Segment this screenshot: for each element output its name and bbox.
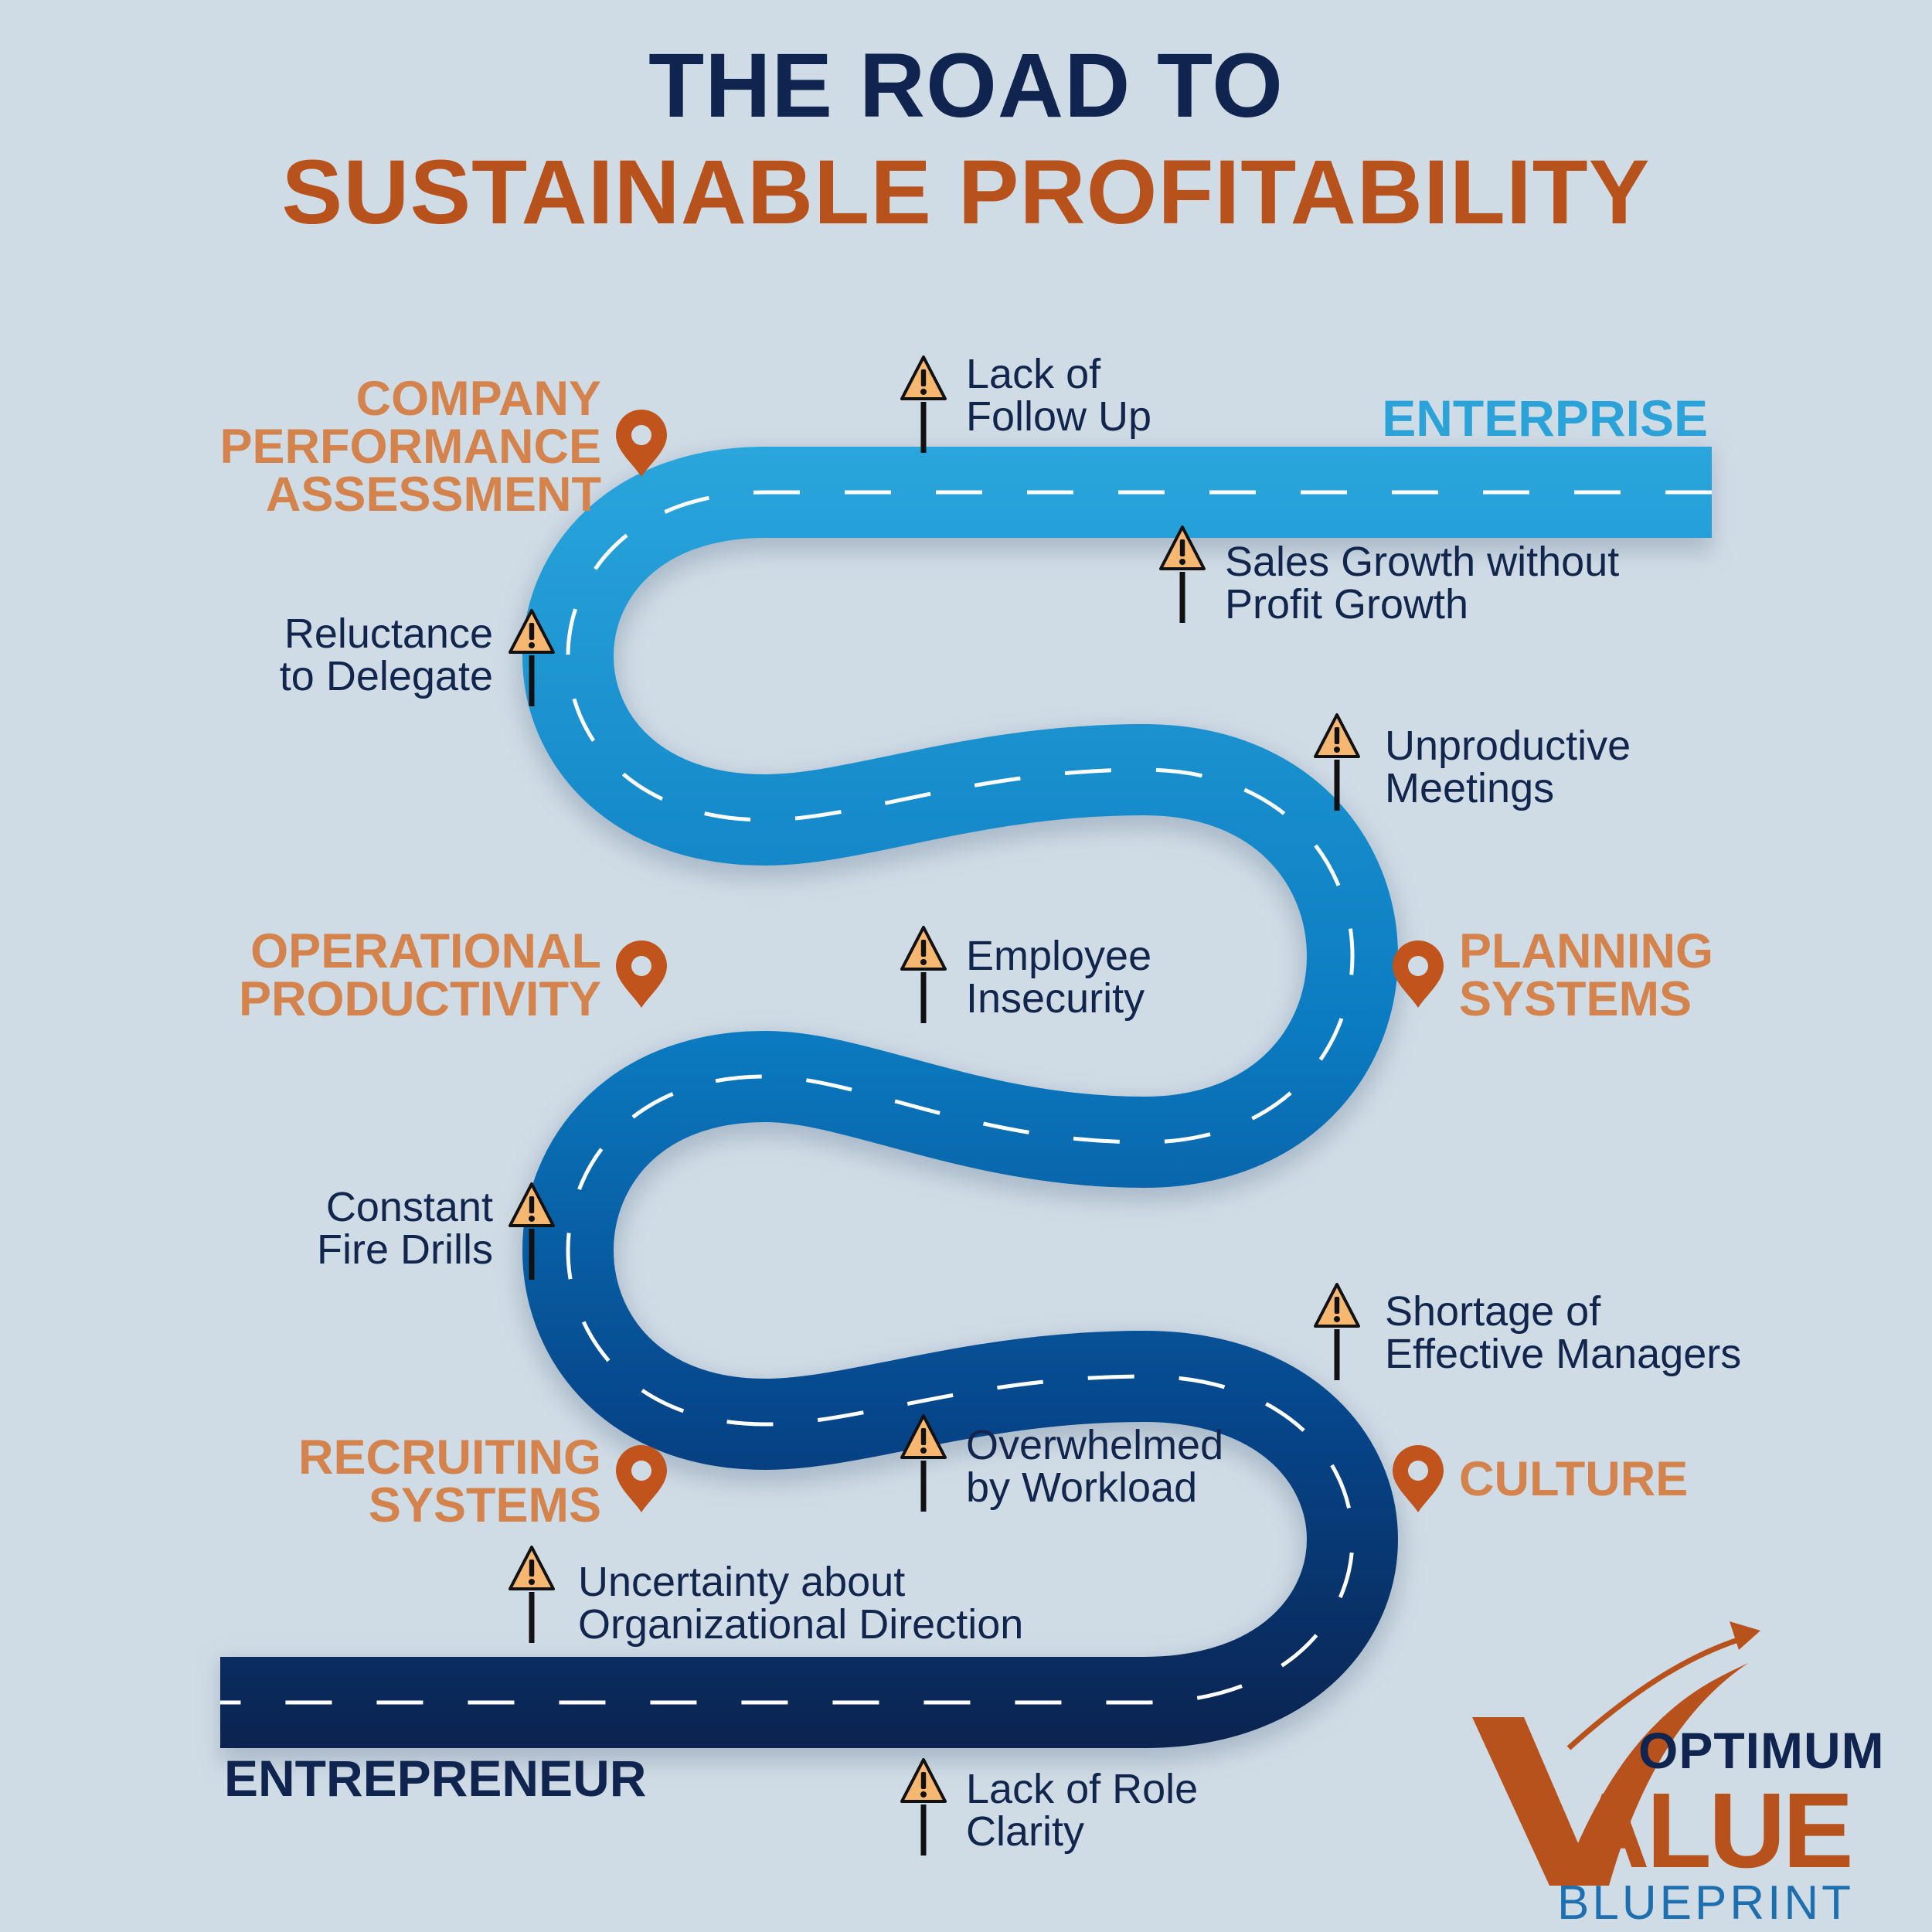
warning-line: Lack of	[966, 351, 1101, 397]
warning-fire-drills: Constant Fire Drills	[317, 1186, 493, 1271]
warning-line: Uncertainty about	[578, 1559, 906, 1605]
warning-line: Lack of Role	[966, 1766, 1199, 1812]
milestone-line: CULTURE	[1459, 1452, 1689, 1506]
warning-line: Profit Growth	[1225, 581, 1469, 628]
warning-line: Sales Growth without	[1225, 539, 1620, 585]
warning-role-clarity-icon	[900, 1758, 947, 1857]
milestone-recruiting-systems: RECRUITING SYSTEMS	[298, 1430, 601, 1532]
warning-role-clarity: Lack of Role Clarity	[966, 1768, 1198, 1853]
milestone-line: COMPANY	[355, 372, 601, 426]
warning-employee-insecurity: Employee Insecurity	[966, 935, 1151, 1020]
warning-line: Clarity	[966, 1808, 1085, 1855]
milestone-line: PERFORMANCE	[219, 420, 601, 474]
warning-line: Constant	[325, 1184, 493, 1230]
warning-line: to Delegate	[279, 653, 493, 699]
title-line-1: THE ROAD TO	[648, 35, 1284, 137]
pin-operational-productivity-icon	[616, 940, 667, 1008]
warning-overwhelmed: Overwhelmed by Workload	[966, 1424, 1223, 1509]
milestone-planning-systems: PLANNING SYSTEMS	[1459, 924, 1713, 1026]
warning-shortage-managers: Shortage of Effective Managers	[1385, 1291, 1741, 1376]
warning-line: Shortage of	[1385, 1288, 1601, 1335]
logo-bottom-text: BLUEPRINT	[1557, 1876, 1854, 1930]
milestone-line: ASSESSMENT	[265, 468, 601, 522]
warning-reluctance: Reluctance to Delegate	[280, 613, 493, 698]
warning-uncertainty: Uncertainty about Organizational Directi…	[578, 1561, 1023, 1646]
warning-line: Follow Up	[966, 393, 1152, 440]
milestone-line: PLANNING	[1459, 924, 1713, 978]
warning-employee-insecurity-icon	[900, 926, 947, 1025]
warning-line: Meetings	[1385, 765, 1555, 811]
milestone-line: SYSTEMS	[1459, 972, 1692, 1026]
title-line-2: SUSTAINABLE PROFITABILITY	[281, 141, 1651, 243]
enterprise-label: ENTERPRISE	[1382, 389, 1708, 447]
warning-uncertainty-icon	[509, 1546, 555, 1645]
milestone-operational-productivity: OPERATIONAL PRODUCTIVITY	[238, 924, 601, 1026]
milestone-line: SYSTEMS	[368, 1478, 601, 1532]
logo-checkmark-icon	[1472, 1621, 1760, 1886]
milestone-line: RECRUITING	[298, 1430, 601, 1485]
logo-middle-text: ALUE	[1573, 1771, 1854, 1890]
milestone-culture: CULTURE	[1459, 1452, 1689, 1506]
warning-line: Fire Drills	[317, 1226, 493, 1273]
warning-line: Effective Managers	[1385, 1331, 1742, 1377]
logo-top-text: OPTIMUM	[1638, 1722, 1885, 1779]
road-center-line	[220, 490, 1712, 1705]
warning-lack-follow-up: Lack of Follow Up	[966, 353, 1151, 438]
entrepreneur-label: ENTREPRENEUR	[224, 1750, 647, 1807]
milestone-line: OPERATIONAL	[250, 924, 601, 978]
warning-line: by Workload	[966, 1464, 1198, 1511]
milestone-line: PRODUCTIVITY	[238, 972, 601, 1026]
pin-recruiting-systems-icon	[616, 1445, 667, 1512]
warning-shortage-managers-icon	[1314, 1283, 1360, 1382]
warning-line: Overwhelmed	[966, 1422, 1224, 1468]
warning-line: Reluctance	[284, 611, 493, 657]
warning-sales-growth: Sales Growth without Profit Growth	[1225, 541, 1619, 626]
pin-culture-icon	[1393, 1445, 1444, 1512]
warning-line: Insecurity	[966, 975, 1145, 1022]
milestone-company-performance: COMPANY PERFORMANCE ASSESSMENT	[219, 375, 601, 519]
warning-unproductive: Unproductive Meetings	[1385, 725, 1631, 810]
warning-line: Unproductive	[1385, 723, 1631, 769]
warning-line: Organizational Direction	[578, 1601, 1024, 1648]
warning-lack-follow-up-icon	[900, 355, 947, 454]
warning-line: Employee	[966, 933, 1152, 979]
